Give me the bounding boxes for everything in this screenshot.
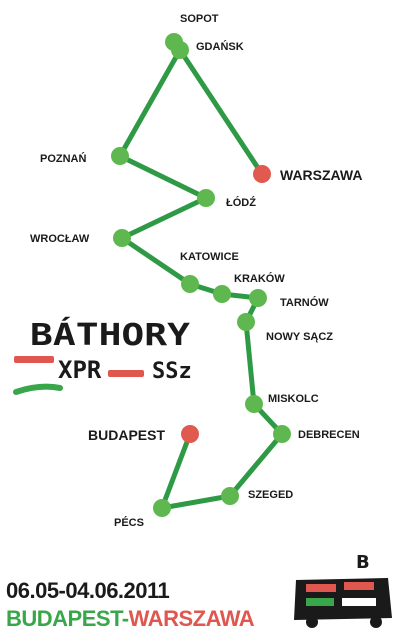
station-node-pecs bbox=[153, 499, 171, 517]
station-label-budapest: BUDAPEST bbox=[88, 427, 165, 443]
station-node-wroclaw bbox=[113, 229, 131, 247]
route-from: BUDAPEST bbox=[6, 606, 122, 631]
station-label-warszawa: WARSZAWA bbox=[280, 167, 362, 183]
logo-red-dash-1 bbox=[14, 356, 54, 363]
station-label-gdansk: GDAŃSK bbox=[196, 40, 244, 53]
bus-icon-letter: B bbox=[356, 552, 370, 573]
station-node-szeged bbox=[221, 487, 239, 505]
station-node-tarnow bbox=[249, 289, 267, 307]
station-node-debrecen bbox=[273, 425, 291, 443]
station-label-tarnow: TARNÓW bbox=[280, 296, 329, 309]
station-label-szeged: SZEGED bbox=[248, 489, 293, 501]
station-label-poznan: POZNAŃ bbox=[40, 152, 87, 165]
route-lines bbox=[117, 47, 285, 511]
station-node-poznan bbox=[111, 147, 129, 165]
station-labels: SOPOT GDAŃSK WARSZAWA POZNAŃ ŁÓDŹ WROCŁAW KATO… bbox=[30, 13, 362, 529]
logo-line-3: SSz bbox=[152, 359, 192, 384]
station-node-gdansk bbox=[171, 41, 189, 59]
station-label-katowice: KATOWICE bbox=[180, 251, 239, 263]
station-label-pecs: PÉCS bbox=[114, 516, 144, 529]
station-label-lodz: ŁÓDŹ bbox=[226, 196, 256, 209]
route-line bbox=[117, 47, 285, 511]
logo-line-1: BÁTHORY bbox=[30, 317, 190, 353]
station-node-lodz bbox=[197, 189, 215, 207]
station-node-budapest bbox=[181, 425, 199, 443]
bathory-express-logo: BÁTHORY XPR SSz bbox=[13, 317, 192, 395]
station-node-krakow bbox=[213, 285, 231, 303]
station-node-katowice bbox=[181, 275, 199, 293]
logo-line-2: XPR bbox=[58, 356, 102, 384]
station-label-miskolc: MISKOLC bbox=[268, 393, 319, 405]
station-label-krakow: KRAKÓW bbox=[234, 272, 285, 285]
bus-icon: B bbox=[294, 552, 392, 628]
logo-red-dash-2 bbox=[108, 370, 144, 377]
route-separator: - bbox=[121, 606, 129, 631]
station-node-warszawa bbox=[253, 165, 271, 183]
station-label-sopot: SOPOT bbox=[180, 13, 219, 25]
station-label-debrecen: DEBRECEN bbox=[298, 429, 360, 441]
tour-dates: 06.05-04.06.2011 bbox=[6, 578, 170, 603]
station-nodes bbox=[111, 33, 291, 517]
station-label-wroclaw: WROCŁAW bbox=[30, 233, 90, 245]
station-node-nowy-sacz bbox=[237, 313, 255, 331]
route-to: WARSZAWA bbox=[128, 606, 255, 631]
route-title: BUDAPEST-WARSZAWA bbox=[6, 606, 255, 632]
logo-green-swoosh bbox=[13, 383, 63, 395]
station-node-miskolc bbox=[245, 395, 263, 413]
station-label-nowy-sacz: NOWY SĄCZ bbox=[266, 331, 333, 343]
